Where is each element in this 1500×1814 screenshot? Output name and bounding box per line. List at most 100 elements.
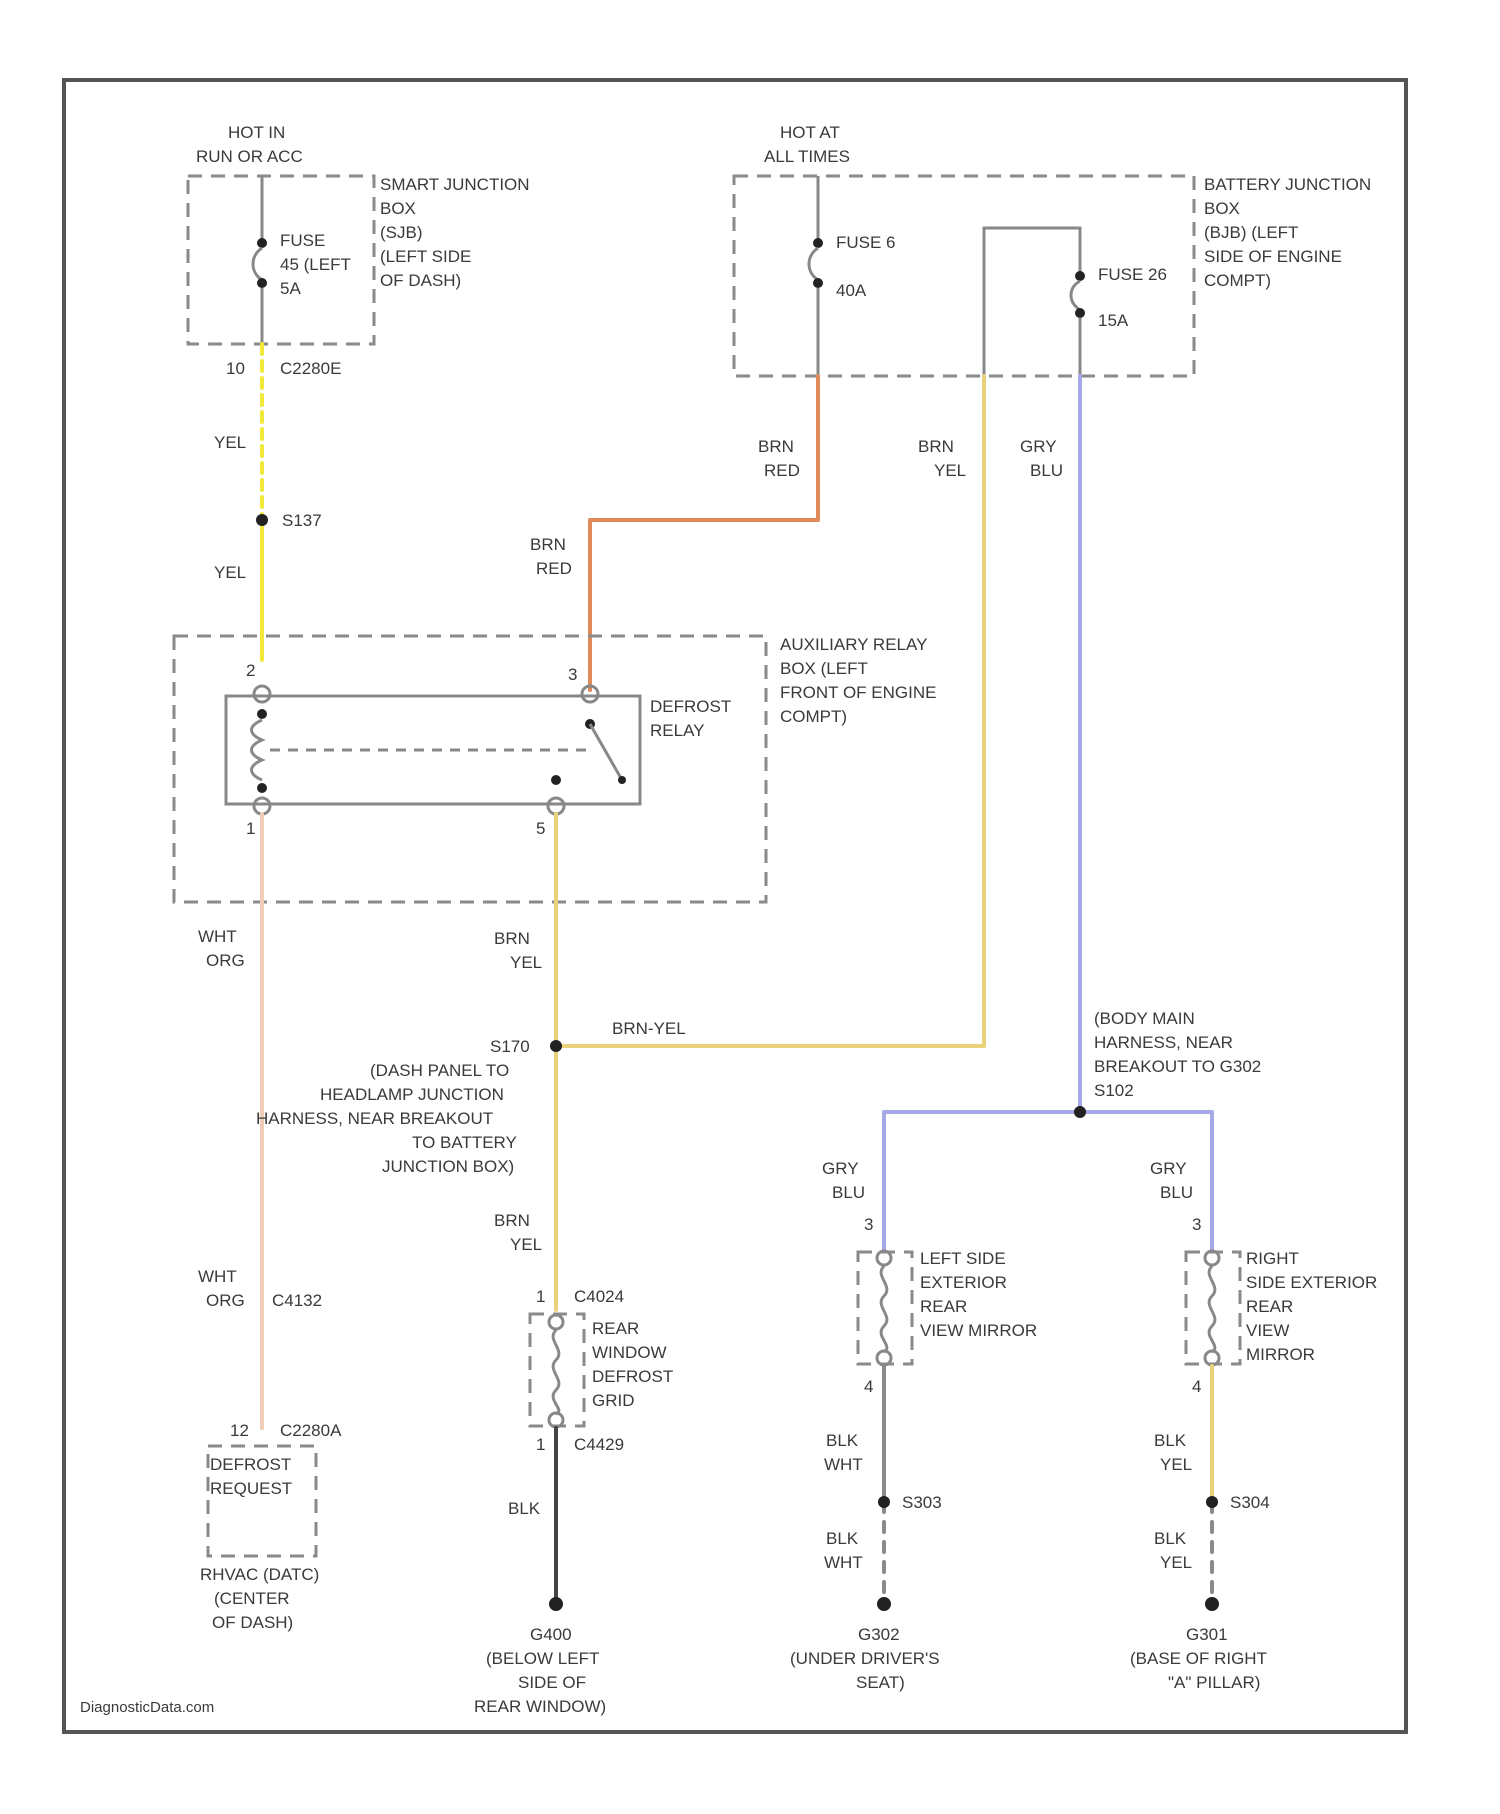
sjb-supply-line-1: HOT IN bbox=[228, 123, 285, 142]
relay-switch-arm-end bbox=[618, 776, 626, 784]
right-mirror-heater-symbol bbox=[1209, 1266, 1215, 1352]
relay-coil-symbol bbox=[252, 720, 263, 780]
g302-line-3: SEAT) bbox=[856, 1673, 905, 1692]
splice-s170-dot bbox=[550, 1040, 562, 1052]
grid-label-3: DEFROST bbox=[592, 1367, 673, 1386]
defrost-request-module: 12 C2280A DEFROST REQUEST RHVAC (DATC) (… bbox=[200, 1421, 342, 1632]
splice-s102-dot bbox=[1074, 1106, 1086, 1118]
right-exterior-mirror: 3 RIGHT SIDE EXTERIOR REAR VIEW MIRROR 4 bbox=[1186, 1215, 1377, 1396]
splice-s137-dot bbox=[256, 514, 268, 526]
connector-c4132-label: C4132 bbox=[272, 1291, 322, 1310]
body-harness-line-3: BREAKOUT TO G302 bbox=[1094, 1057, 1261, 1076]
right-mirror-pin-bottom: 4 bbox=[1192, 1377, 1201, 1396]
wire-yel-label-1: YEL bbox=[214, 433, 246, 452]
wire-gry-blu-top-label-2: BLU bbox=[1030, 461, 1063, 480]
s170-line-1: S170 bbox=[490, 1037, 530, 1056]
bjb-label-3: (BJB) (LEFT bbox=[1204, 223, 1298, 242]
right-mirror-outline bbox=[1186, 1252, 1240, 1364]
aux-relay-label-4: COMPT) bbox=[780, 707, 847, 726]
splice-s137-label: S137 bbox=[282, 511, 322, 530]
bjb-supply-line-1: HOT AT bbox=[780, 123, 840, 142]
left-mirror-label-2: EXTERIOR bbox=[920, 1273, 1007, 1292]
wire-brn-red-mid-label-2: RED bbox=[536, 559, 572, 578]
grid-conn-top-id: C4024 bbox=[574, 1287, 624, 1306]
g400-line-1: G400 bbox=[530, 1625, 572, 1644]
relay-switch-arm bbox=[590, 724, 622, 780]
relay-pin-1-circle bbox=[254, 798, 270, 814]
wire-brn-yel-relay-label-2: YEL bbox=[510, 953, 542, 972]
defrost-relay-label-2: RELAY bbox=[650, 721, 705, 740]
wire-wht-org-label-1a: WHT bbox=[198, 927, 237, 946]
s170-line-2: (DASH PANEL TO bbox=[370, 1061, 509, 1080]
defrost-request-label-1: DEFROST bbox=[210, 1455, 291, 1474]
g400-line-4: REAR WINDOW) bbox=[474, 1697, 606, 1716]
wire-brn-red-mid-label-1: BRN bbox=[530, 535, 566, 554]
rhvac-note-2: (CENTER bbox=[214, 1589, 290, 1608]
battery-junction-box: HOT AT ALL TIMES FUSE 6 40A FUSE 26 15A … bbox=[734, 123, 1371, 376]
sjb-label-3: (SJB) bbox=[380, 223, 423, 242]
smart-junction-box: HOT IN RUN OR ACC FUSE 45 (LEFT 5A SMART… bbox=[188, 123, 530, 378]
splice-s303-dot bbox=[878, 1496, 890, 1508]
right-mirror-label-4: VIEW bbox=[1246, 1321, 1289, 1340]
wire-yel-label-2: YEL bbox=[214, 563, 246, 582]
wire-brn-yel-horizontal-label: BRN-YEL bbox=[612, 1019, 686, 1038]
splice-s304-label: S304 bbox=[1230, 1493, 1270, 1512]
body-harness-description: (BODY MAIN HARNESS, NEAR BREAKOUT TO G30… bbox=[1094, 1009, 1261, 1100]
bjb-fuse-b-symbol bbox=[1071, 281, 1080, 310]
wire-wht-org-label-2b: ORG bbox=[206, 1291, 245, 1310]
wire-gry-blu-right-label-1: GRY bbox=[1150, 1159, 1187, 1178]
rhvac-note-3: OF DASH) bbox=[212, 1613, 293, 1632]
relay-contact-terminal bbox=[551, 775, 561, 785]
s170-line-6: JUNCTION BOX) bbox=[382, 1157, 514, 1176]
aux-relay-label-3: FRONT OF ENGINE bbox=[780, 683, 936, 702]
bjb-fuse-b-label-2: 15A bbox=[1098, 311, 1129, 330]
wire-blk-wht-1-label-2: WHT bbox=[824, 1455, 863, 1474]
wire-brn-yel-low-label-2: YEL bbox=[510, 1235, 542, 1254]
wire-gry-blu-s102-to-left-mirror bbox=[884, 1112, 1080, 1250]
bjb-fuse-b-feed-loop bbox=[984, 228, 1080, 376]
sjb-fuse-label-1: FUSE bbox=[280, 231, 325, 250]
g400-line-3: SIDE OF bbox=[518, 1673, 586, 1692]
wire-blk-wht-2-label-1: BLK bbox=[826, 1529, 859, 1548]
watermark: DiagnosticData.com bbox=[80, 1699, 214, 1716]
bjb-fuse-a-label-1: FUSE 6 bbox=[836, 233, 896, 252]
wire-blk-label: BLK bbox=[508, 1499, 541, 1518]
sjb-connector-pin: 10 bbox=[226, 359, 245, 378]
splice-s304-dot bbox=[1206, 1496, 1218, 1508]
bjb-label-2: BOX bbox=[1204, 199, 1240, 218]
sjb-label-5: OF DASH) bbox=[380, 271, 461, 290]
left-mirror-heater-symbol bbox=[881, 1266, 887, 1352]
aux-relay-label-1: AUXILIARY RELAY bbox=[780, 635, 927, 654]
right-mirror-label-2: SIDE EXTERIOR bbox=[1246, 1273, 1377, 1292]
right-mirror-label-1: RIGHT bbox=[1246, 1249, 1299, 1268]
bjb-fuse-a-label-2: 40A bbox=[836, 281, 867, 300]
bjb-fuse-a-symbol bbox=[809, 248, 818, 280]
bjb-label-4: SIDE OF ENGINE bbox=[1204, 247, 1342, 266]
body-harness-line-2: HARNESS, NEAR bbox=[1094, 1033, 1233, 1052]
wire-gry-blu-right-label-2: BLU bbox=[1160, 1183, 1193, 1202]
grid-conn-bot-id: C4429 bbox=[574, 1435, 624, 1454]
s170-line-4: HARNESS, NEAR BREAKOUT bbox=[256, 1109, 493, 1128]
rhvac-conn-pin: 12 bbox=[230, 1421, 249, 1440]
right-mirror-label-3: REAR bbox=[1246, 1297, 1293, 1316]
grid-terminal-top bbox=[549, 1315, 563, 1329]
rhvac-note-1: RHVAC (DATC) bbox=[200, 1565, 319, 1584]
ground-g302: G302 (UNDER DRIVER'S SEAT) bbox=[790, 1597, 940, 1692]
wire-blk-wht-2-label-2: WHT bbox=[824, 1553, 863, 1572]
right-mirror-label-5: MIRROR bbox=[1246, 1345, 1315, 1364]
bjb-fuse-b-terminal-top bbox=[1075, 271, 1085, 281]
wire-wht-org-label-2a: WHT bbox=[198, 1267, 237, 1286]
bjb-fuse-b-label-1: FUSE 26 bbox=[1098, 265, 1167, 284]
wire-blk-yel-1-label-1: BLK bbox=[1154, 1431, 1187, 1450]
grid-conn-bot-pin: 1 bbox=[536, 1435, 545, 1454]
defrost-relay-label-1: DEFROST bbox=[650, 697, 731, 716]
wire-gry-blu-left-label-1: GRY bbox=[822, 1159, 859, 1178]
g400-line-2: (BELOW LEFT bbox=[486, 1649, 599, 1668]
relay-pin-2-circle bbox=[254, 686, 270, 702]
wire-brn-yel-top-label-2: YEL bbox=[934, 461, 966, 480]
s170-line-3: HEADLAMP JUNCTION bbox=[320, 1085, 504, 1104]
wire-brn-yel-low-label-1: BRN bbox=[494, 1211, 530, 1230]
g302-line-1: G302 bbox=[858, 1625, 900, 1644]
sjb-label-1: SMART JUNCTION bbox=[380, 175, 530, 194]
